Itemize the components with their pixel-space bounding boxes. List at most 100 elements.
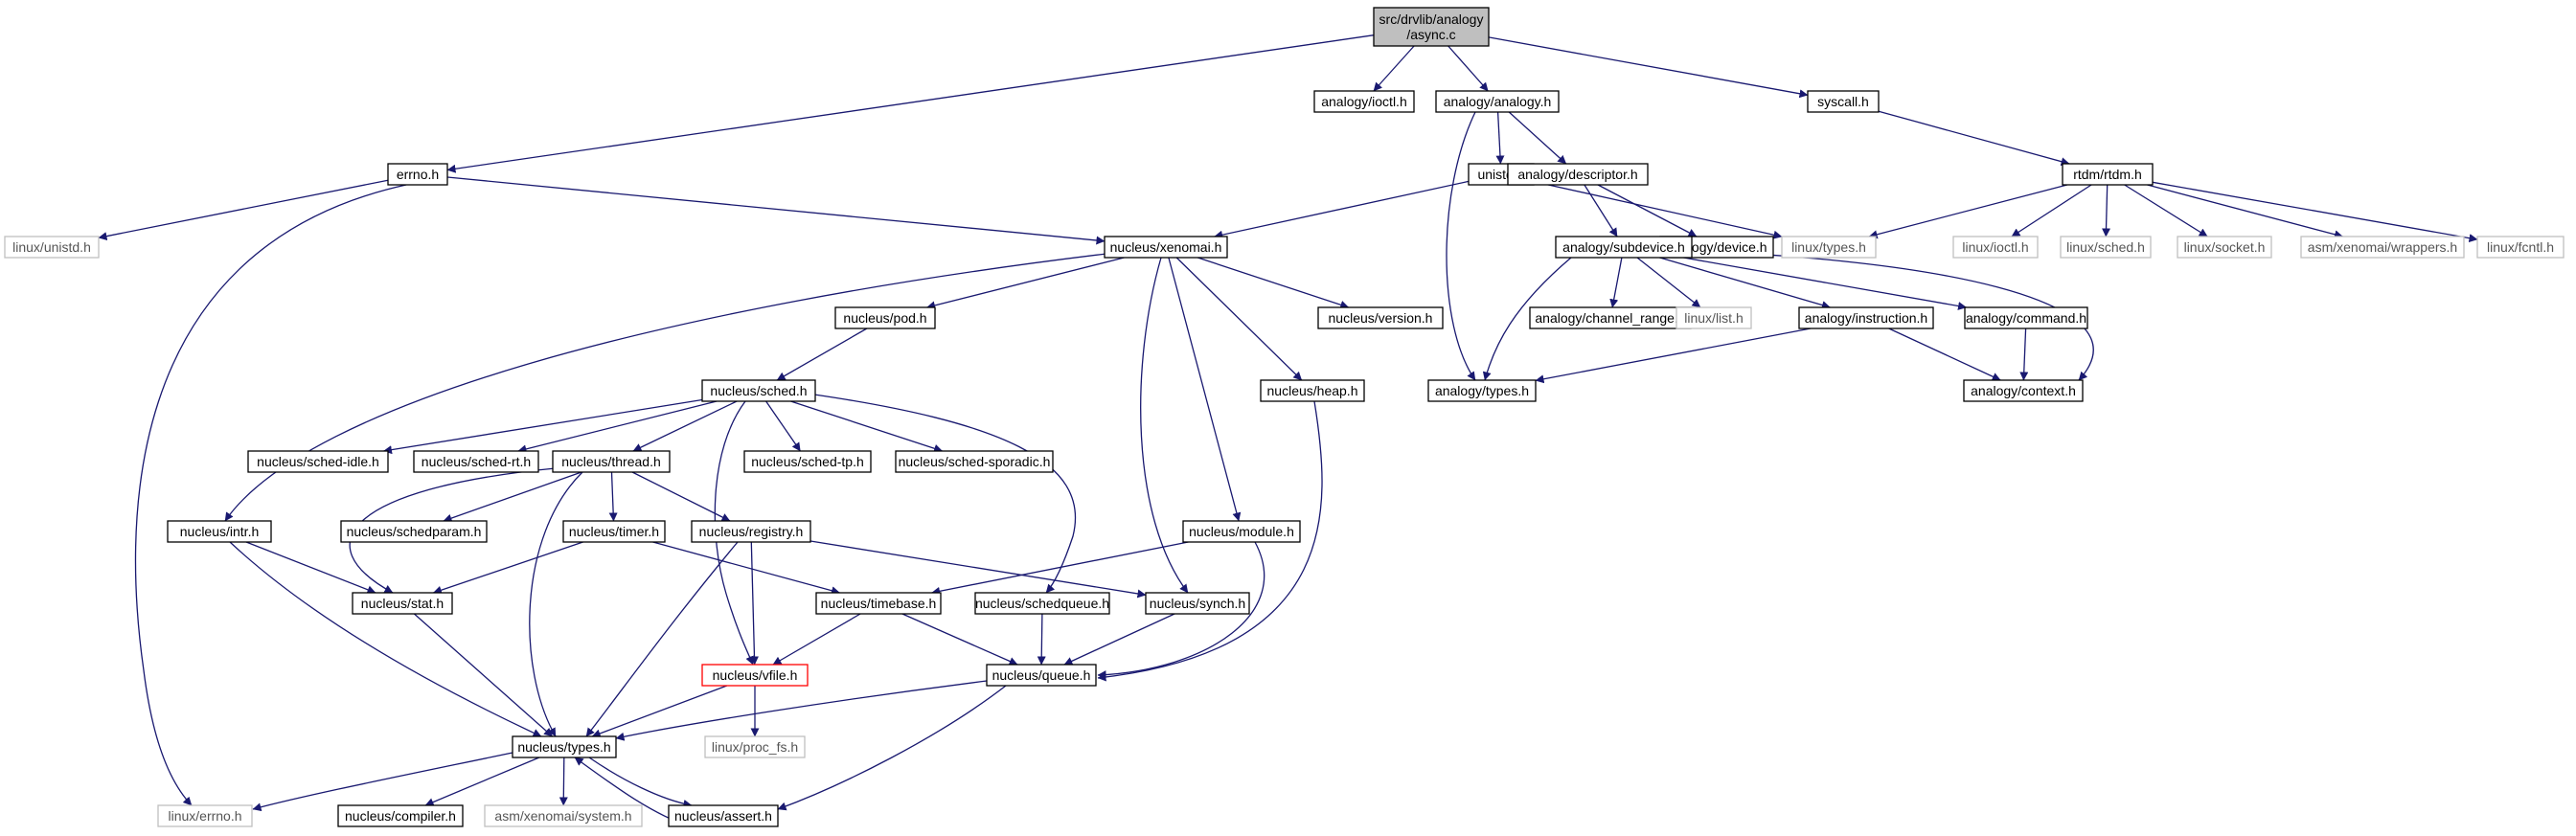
edge-errno-to-linux_unistd <box>98 179 389 241</box>
node-box <box>552 450 671 473</box>
node-root[interactable]: src/drvlib/analogy/async.c <box>1373 7 1490 47</box>
node-label: rtdm/rtdm.h <box>2073 167 2142 182</box>
edge-nucleus_thread-to-nucleus_types <box>529 471 583 737</box>
node-label: linux/errno.h <box>168 808 241 824</box>
edges-layer <box>98 34 2478 827</box>
node-label: nucleus/timer.h <box>569 524 659 539</box>
edge-nucleus_timebase-to-nucleus_queue <box>901 613 1018 666</box>
node-nucleus-vfile[interactable]: nucleus/vfile.h <box>701 664 809 687</box>
node-analogy-types[interactable]: analogy/types.h <box>1427 379 1537 402</box>
node-box <box>1427 379 1537 402</box>
node-label: analogy/analogy.h <box>1444 94 1552 109</box>
edge-nucleus_xenomai-to-nucleus_intr <box>224 253 1107 522</box>
edge-analogy_descriptor-to-analogy_subdevice <box>1584 184 1618 237</box>
nodes-layer: src/drvlib/analogy/async.c analogy/ioctl.… <box>4 7 2565 827</box>
node-label: analogy/instruction.h <box>1805 310 1927 326</box>
node-label: nucleus/heap.h <box>1267 383 1358 398</box>
node-syscall[interactable]: syscall.h <box>1807 90 1880 113</box>
edge-nucleus_registry-to-nucleus_types <box>585 541 739 737</box>
node-label: analogy/types.h <box>1435 383 1529 398</box>
node-label: nucleus/registry.h <box>699 524 804 539</box>
node-sched-tp[interactable]: nucleus/sched-tp.h <box>743 450 872 473</box>
node-analogy-context[interactable]: analogy/context.h <box>1963 379 2084 402</box>
node-nucleus-registry[interactable]: nucleus/registry.h <box>691 520 811 543</box>
node-linux-fcntl: linux/fcntl.h <box>2476 236 2565 259</box>
node-label: nucleus/synch.h <box>1150 596 1245 611</box>
node-box <box>387 163 448 186</box>
node-nucleus-schedparam[interactable]: nucleus/schedparam.h <box>340 520 488 543</box>
node-nucleus-compiler[interactable]: nucleus/compiler.h <box>337 804 464 827</box>
node-box <box>1317 306 1444 329</box>
node-errno[interactable]: errno.h <box>387 163 448 186</box>
node-nucleus-schedqueue[interactable]: nucleus/schedqueue.h <box>974 592 1110 615</box>
node-nucleus-types[interactable]: nucleus/types.h <box>512 735 617 758</box>
edge-nucleus_module-to-nucleus_queue <box>1097 541 1265 680</box>
node-box <box>1435 90 1560 113</box>
node-nucleus-version[interactable]: nucleus/version.h <box>1317 306 1444 329</box>
node-label: nucleus/sched-tp.h <box>751 454 864 469</box>
edge-nucleus_xenomai-to-nucleus_synch <box>1140 257 1189 594</box>
node-sched-idle[interactable]: nucleus/sched-idle.h <box>247 450 389 473</box>
node-label: linux/unistd.h <box>12 239 91 255</box>
node-nucleus-timer[interactable]: nucleus/timer.h <box>562 520 666 543</box>
node-linux-list: linux/list.h <box>1676 306 1752 329</box>
node-analogy-analogy[interactable]: analogy/analogy.h <box>1435 90 1560 113</box>
edge-nucleus_registry-to-nucleus_vfile <box>749 541 759 666</box>
node-sched-sporadic[interactable]: nucleus/sched-sporadic.h <box>895 450 1054 473</box>
edge-nucleus_sched-to-sched_sporadic <box>790 400 944 453</box>
node-nucleus-sched[interactable]: nucleus/sched.h <box>701 379 816 402</box>
node-label: linux/sched.h <box>2066 239 2145 255</box>
node-box <box>986 664 1097 687</box>
node-label: linux/fcntl.h <box>2487 239 2554 255</box>
node-nucleus-synch[interactable]: nucleus/synch.h <box>1145 592 1250 615</box>
node-box <box>157 804 253 827</box>
node-label: nucleus/compiler.h <box>345 808 456 824</box>
node-label: linux/ioctl.h <box>1962 239 2028 255</box>
node-nucleus-xenomai[interactable]: nucleus/xenomai.h <box>1104 236 1228 259</box>
edge-nucleus_synch-to-nucleus_queue <box>1063 613 1175 666</box>
node-label: nucleus/sched.h <box>710 383 807 398</box>
node-analogy-command[interactable]: analogy/command.h <box>1964 306 2088 329</box>
edge-nucleus_xenomai-to-nucleus_pod <box>926 257 1125 310</box>
edge-rtdm-to-linux_ioctl <box>2011 184 2092 237</box>
node-rtdm[interactable]: rtdm/rtdm.h <box>2062 163 2154 186</box>
node-nucleus-module[interactable]: nucleus/module.h <box>1182 520 1301 543</box>
edge-nucleus_pod-to-nucleus_sched <box>776 328 868 381</box>
node-nucleus-thread[interactable]: nucleus/thread.h <box>552 450 671 473</box>
node-box <box>1182 520 1301 543</box>
edge-nucleus_sched-to-sched_tp <box>765 400 801 452</box>
edge-analogy_subdevice-to-linux_list <box>1636 257 1701 308</box>
node-box <box>2060 236 2152 259</box>
node-nucleus-stat[interactable]: nucleus/stat.h <box>352 592 453 615</box>
node-nucleus-pod[interactable]: nucleus/pod.h <box>834 306 936 329</box>
node-asm-system: asm/xenomai/system.h <box>484 804 643 827</box>
node-nucleus-heap[interactable]: nucleus/heap.h <box>1260 379 1365 402</box>
edge-errno-to-linux_errno <box>134 184 407 806</box>
edge-nucleus_timer-to-nucleus_stat <box>432 541 583 595</box>
node-nucleus-queue[interactable]: nucleus/queue.h <box>986 664 1097 687</box>
node-analogy-subdevice[interactable]: analogy/subdevice.h <box>1555 236 1693 259</box>
edge-nucleus_types-to-linux_errno <box>252 752 513 812</box>
node-label: nucleus/timebase.h <box>821 596 937 611</box>
node-analogy-ioctl[interactable]: analogy/ioctl.h <box>1313 90 1415 113</box>
node-analogy-instruction[interactable]: analogy/instruction.h <box>1798 306 1934 329</box>
node-box <box>484 804 643 827</box>
node-nucleus-timebase[interactable]: nucleus/timebase.h <box>815 592 942 615</box>
node-analogy-descriptor[interactable]: analogy/descriptor.h <box>1507 163 1649 186</box>
edge-nucleus_timer-to-nucleus_timebase <box>652 541 840 596</box>
node-box <box>1555 236 1693 259</box>
node-sched-rt[interactable]: nucleus/sched-rt.h <box>413 450 539 473</box>
node-box <box>704 735 806 758</box>
node-analogy-channel-range[interactable]: analogy/channel_range.h <box>1529 306 1692 329</box>
node-box <box>337 804 464 827</box>
edge-nucleus_queue-to-nucleus_types <box>615 680 988 741</box>
node-nucleus-intr[interactable]: nucleus/intr.h <box>167 520 272 543</box>
edge-analogy_subdevice-to-analogy_types <box>1482 257 1572 381</box>
node-label: syscall.h <box>1817 94 1869 109</box>
node-box <box>668 804 779 827</box>
node-linux-errno: linux/errno.h <box>157 804 253 827</box>
node-nucleus-assert[interactable]: nucleus/assert.h <box>668 804 779 827</box>
edge-nucleus_xenomai-to-nucleus_version <box>1197 257 1350 309</box>
edge-analogy_analogy-to-unistd <box>1495 111 1505 165</box>
node-label: errno.h <box>397 167 439 182</box>
